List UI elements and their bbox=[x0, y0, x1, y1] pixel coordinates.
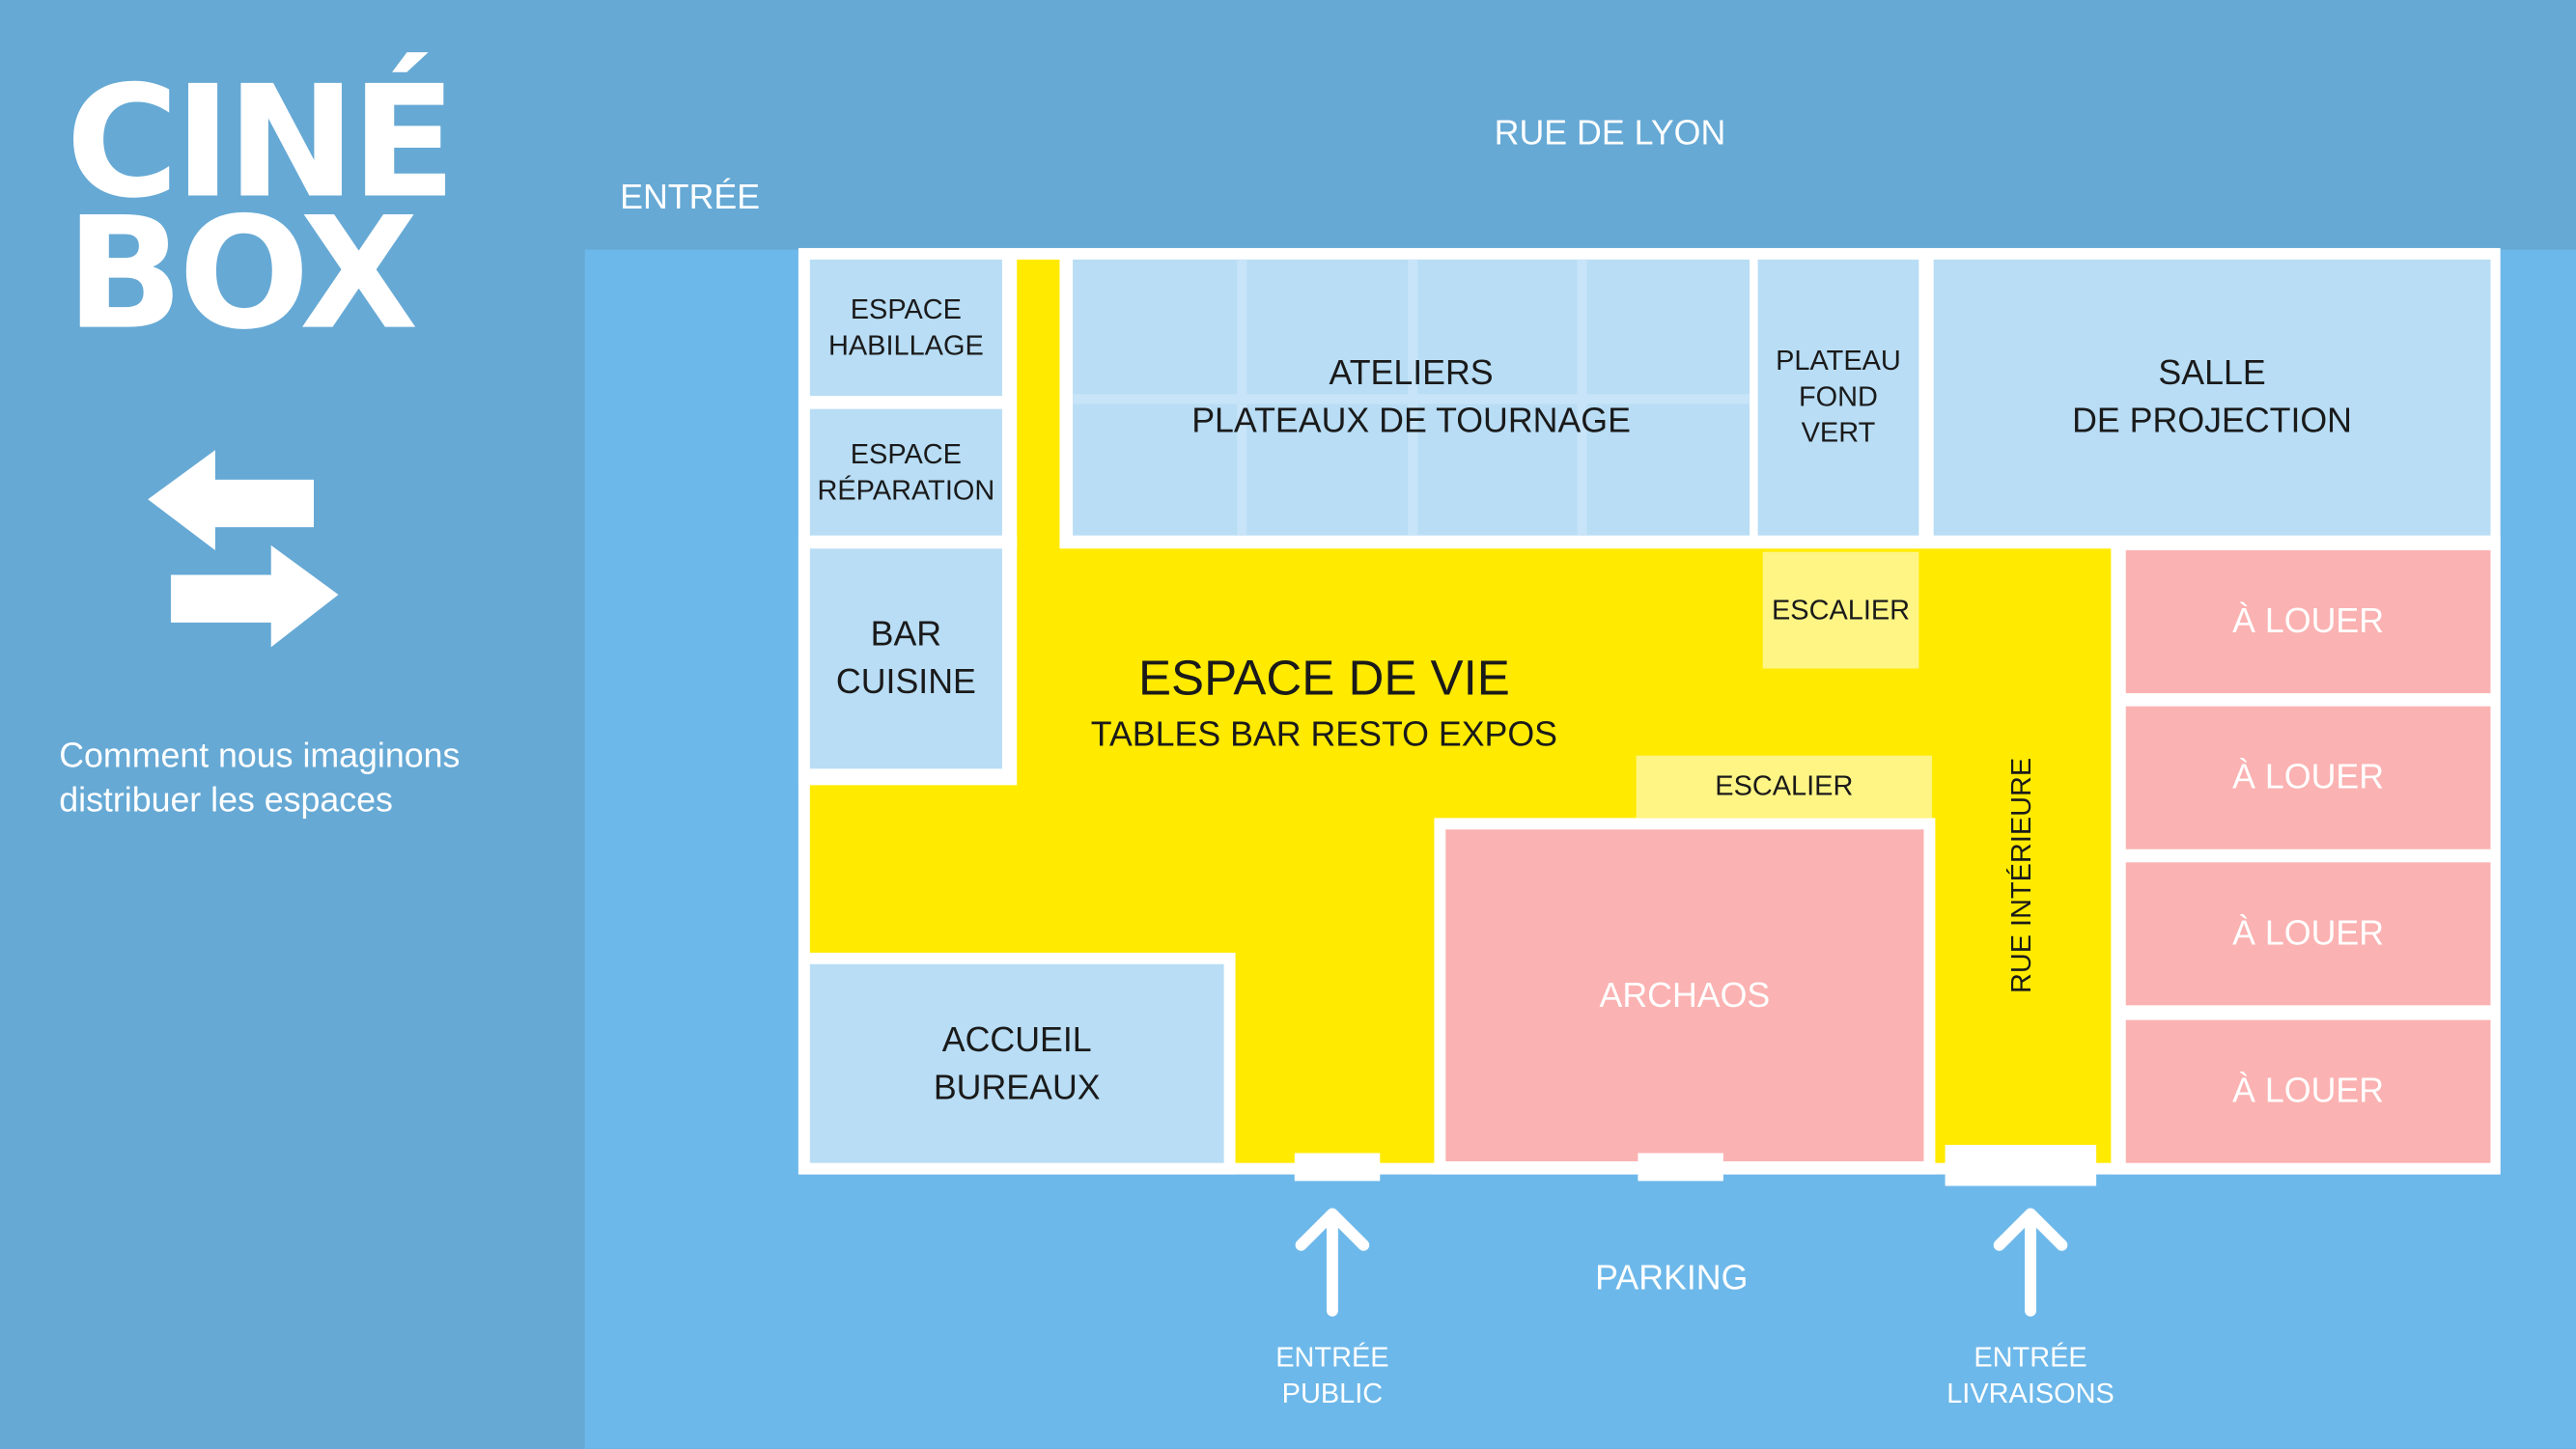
entrance-livraisons-label: ENTRÉE LIVRAISONS bbox=[1916, 1340, 2145, 1412]
room-ateliers[interactable]: ATELIERS PLATEAUX DE TOURNAGE bbox=[1073, 259, 1750, 536]
entry-label: ENTRÉE bbox=[620, 179, 761, 217]
room-label: À LOUER bbox=[2232, 1073, 2385, 1111]
entrance-label: ENTRÉE bbox=[1974, 1342, 2087, 1374]
living-space-label: ESPACE DE VIE TABLES BAR RESTO EXPOS bbox=[1019, 649, 1630, 761]
subtitle: Comment nous imaginons distribuer les es… bbox=[59, 735, 460, 823]
logo-line-1: CINÉ bbox=[66, 54, 457, 234]
subtitle-line-2: distribuer les espaces bbox=[59, 781, 393, 821]
room-label: RÉPARATION bbox=[817, 473, 995, 506]
entrance-label: LIVRAISONS bbox=[1946, 1378, 2114, 1409]
grid-line bbox=[1073, 394, 1750, 404]
room-label: VERT bbox=[1801, 417, 1876, 449]
room-salle-projection[interactable]: SALLE DE PROJECTION bbox=[1933, 259, 2491, 536]
room-label: ESPACE bbox=[850, 293, 962, 325]
door-public bbox=[1294, 1153, 1381, 1182]
room-a-louer-2[interactable]: À LOUER bbox=[2125, 706, 2491, 850]
room-escalier-2[interactable]: ESCALIER bbox=[1636, 755, 1932, 819]
room-a-louer-3[interactable]: À LOUER bbox=[2125, 862, 2491, 1006]
entrance-label: ENTRÉE bbox=[1275, 1342, 1389, 1374]
corridor bbox=[1017, 259, 1060, 556]
room-label: CUISINE bbox=[835, 663, 976, 702]
room-label: PLATEAU bbox=[1776, 345, 1901, 376]
room-a-louer-1[interactable]: À LOUER bbox=[2125, 550, 2491, 694]
room-espace-habillage[interactable]: ESPACE HABILLAGE bbox=[809, 259, 1002, 397]
door-livraisons bbox=[1945, 1144, 2097, 1186]
room-accueil-bureaux[interactable]: ACCUEIL BUREAUX bbox=[809, 963, 1224, 1163]
living-space-subtitle: TABLES BAR RESTO EXPOS bbox=[1090, 715, 1557, 754]
room-label: ARCHAOS bbox=[1599, 976, 1771, 1015]
arrow-up-icon bbox=[1295, 1208, 1370, 1317]
room-label: FOND bbox=[1798, 380, 1878, 413]
rue-interieure-label: RUE INTÉRIEURE bbox=[2005, 757, 2037, 994]
room-label: À LOUER bbox=[2232, 914, 2385, 953]
room-label: ESPACE bbox=[850, 437, 962, 469]
room-label: ESCALIER bbox=[1771, 594, 1911, 626]
room-archaos[interactable]: ARCHAOS bbox=[1445, 829, 1924, 1161]
room-a-louer-4[interactable]: À LOUER bbox=[2125, 1019, 2491, 1163]
room-label: SALLE bbox=[2158, 354, 2266, 393]
arrow-up-icon bbox=[1993, 1208, 2068, 1317]
entrance-public-label: ENTRÉE PUBLIC bbox=[1218, 1340, 1447, 1412]
room-label: BAR bbox=[870, 616, 942, 655]
entrance-label: PUBLIC bbox=[1281, 1378, 1384, 1409]
room-espace-reparation[interactable]: ESPACE RÉPARATION bbox=[809, 408, 1002, 536]
room-label: ESCALIER bbox=[1715, 770, 1854, 802]
room-label: PLATEAUX DE TOURNAGE bbox=[1191, 402, 1631, 441]
swap-arrows-icon bbox=[148, 450, 339, 648]
logo-line-2: BOX bbox=[66, 185, 418, 365]
living-space-title: ESPACE DE VIE bbox=[1137, 652, 1510, 707]
room-label: ATELIERS bbox=[1329, 354, 1494, 393]
room-label: ACCUEIL bbox=[941, 1020, 1092, 1059]
room-plateau-fond-vert[interactable]: PLATEAU FOND VERT bbox=[1757, 259, 1919, 536]
room-label: BUREAUX bbox=[933, 1068, 1101, 1106]
room-label: À LOUER bbox=[2232, 759, 2385, 797]
subtitle-line-1: Comment nous imaginons bbox=[59, 737, 461, 776]
street-label: RUE DE LYON bbox=[1494, 115, 1726, 153]
room-bar-cuisine[interactable]: BAR CUISINE bbox=[809, 548, 1002, 769]
room-label: À LOUER bbox=[2232, 602, 2385, 641]
cinebox-logo: CINÉ BOX bbox=[66, 54, 492, 365]
door-archaos bbox=[1638, 1153, 1723, 1182]
room-escalier-1[interactable]: ESCALIER bbox=[1762, 551, 1919, 669]
parking-label: PARKING bbox=[1595, 1260, 1749, 1298]
room-label: HABILLAGE bbox=[827, 329, 984, 361]
room-label: DE PROJECTION bbox=[2072, 402, 2352, 441]
